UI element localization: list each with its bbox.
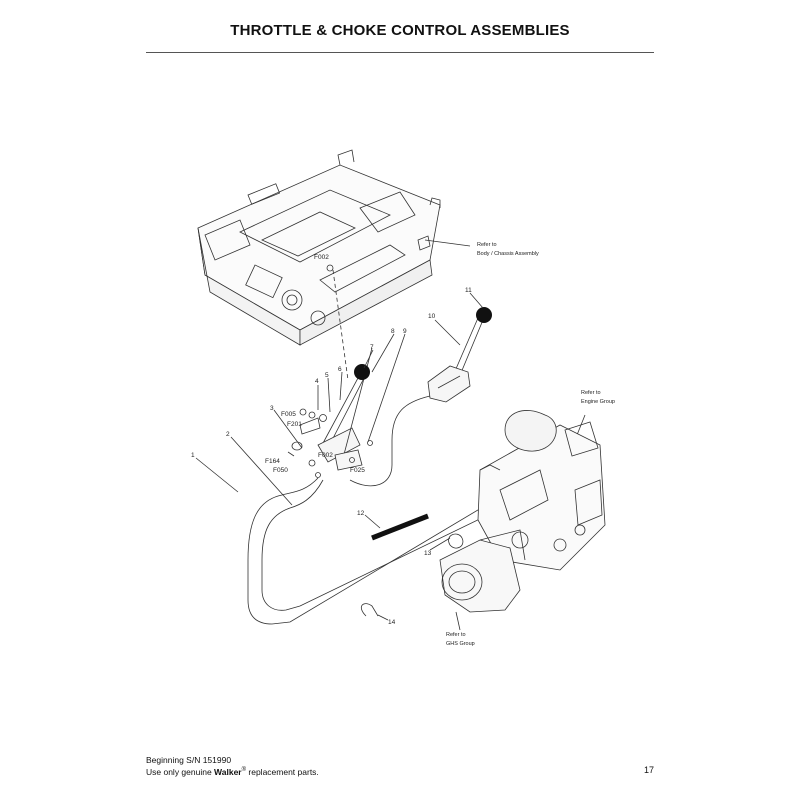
callout-2: 2 [226,431,230,438]
registered-mark: ® [241,767,247,773]
page-title: THROTTLE & CHOKE CONTROL ASSEMBLIES [230,22,570,39]
fastener-f002-mid: F002 [318,452,333,459]
fastener-f002-top: F002 [314,254,329,261]
callout-14: 14 [388,619,396,626]
fastener-f164: F164 [265,458,280,465]
ref-chassis-line1: Refer to [477,242,497,248]
choke-lever-assembly [317,347,373,471]
callout-11: 11 [465,287,472,294]
ref-ghs-line1: Refer to [446,632,466,638]
parts-note-prefix: Use only genuine [146,766,215,777]
callout-9: 9 [403,328,407,335]
page-number: 17 [643,765,654,775]
callout-7: 7 [370,344,374,351]
callout-6: 6 [338,366,342,373]
parts-note: Use only genuine Walker® replacement par… [146,765,656,777]
callout-10: 10 [428,313,436,320]
callout-1: 1 [191,452,195,459]
callout-13: 13 [424,550,432,557]
title-divider [146,52,654,53]
ref-chassis-line2: Body / Chassis Assembly [477,251,539,257]
footer: Beginning S/N 151990 Use only genuine Wa… [146,755,656,777]
fastener-f050: F050 [273,467,288,474]
ref-engine-line1: Refer to [581,390,601,396]
callout-4: 4 [315,378,319,385]
throttle-lever-assembly [427,317,484,403]
fastener-f201: F201 [287,421,302,428]
serial-number: Beginning S/N 151990 [146,755,232,765]
callout-12: 12 [357,510,365,517]
ref-engine-line2: Engine Group [581,399,615,405]
engine-assembly [477,410,606,571]
chassis-assembly [197,149,441,346]
ghs-assembly [439,529,526,613]
brand-name: Walker [214,766,242,777]
fastener-f025: F025 [350,467,365,474]
callout-3: 3 [270,405,274,412]
callout-8: 8 [391,328,395,335]
fastener-f005: F005 [281,411,296,418]
callout-5: 5 [325,372,329,379]
parts-note-suffix: replacement parts. [246,766,319,777]
ref-ghs-line2: GHS Group [446,641,475,647]
